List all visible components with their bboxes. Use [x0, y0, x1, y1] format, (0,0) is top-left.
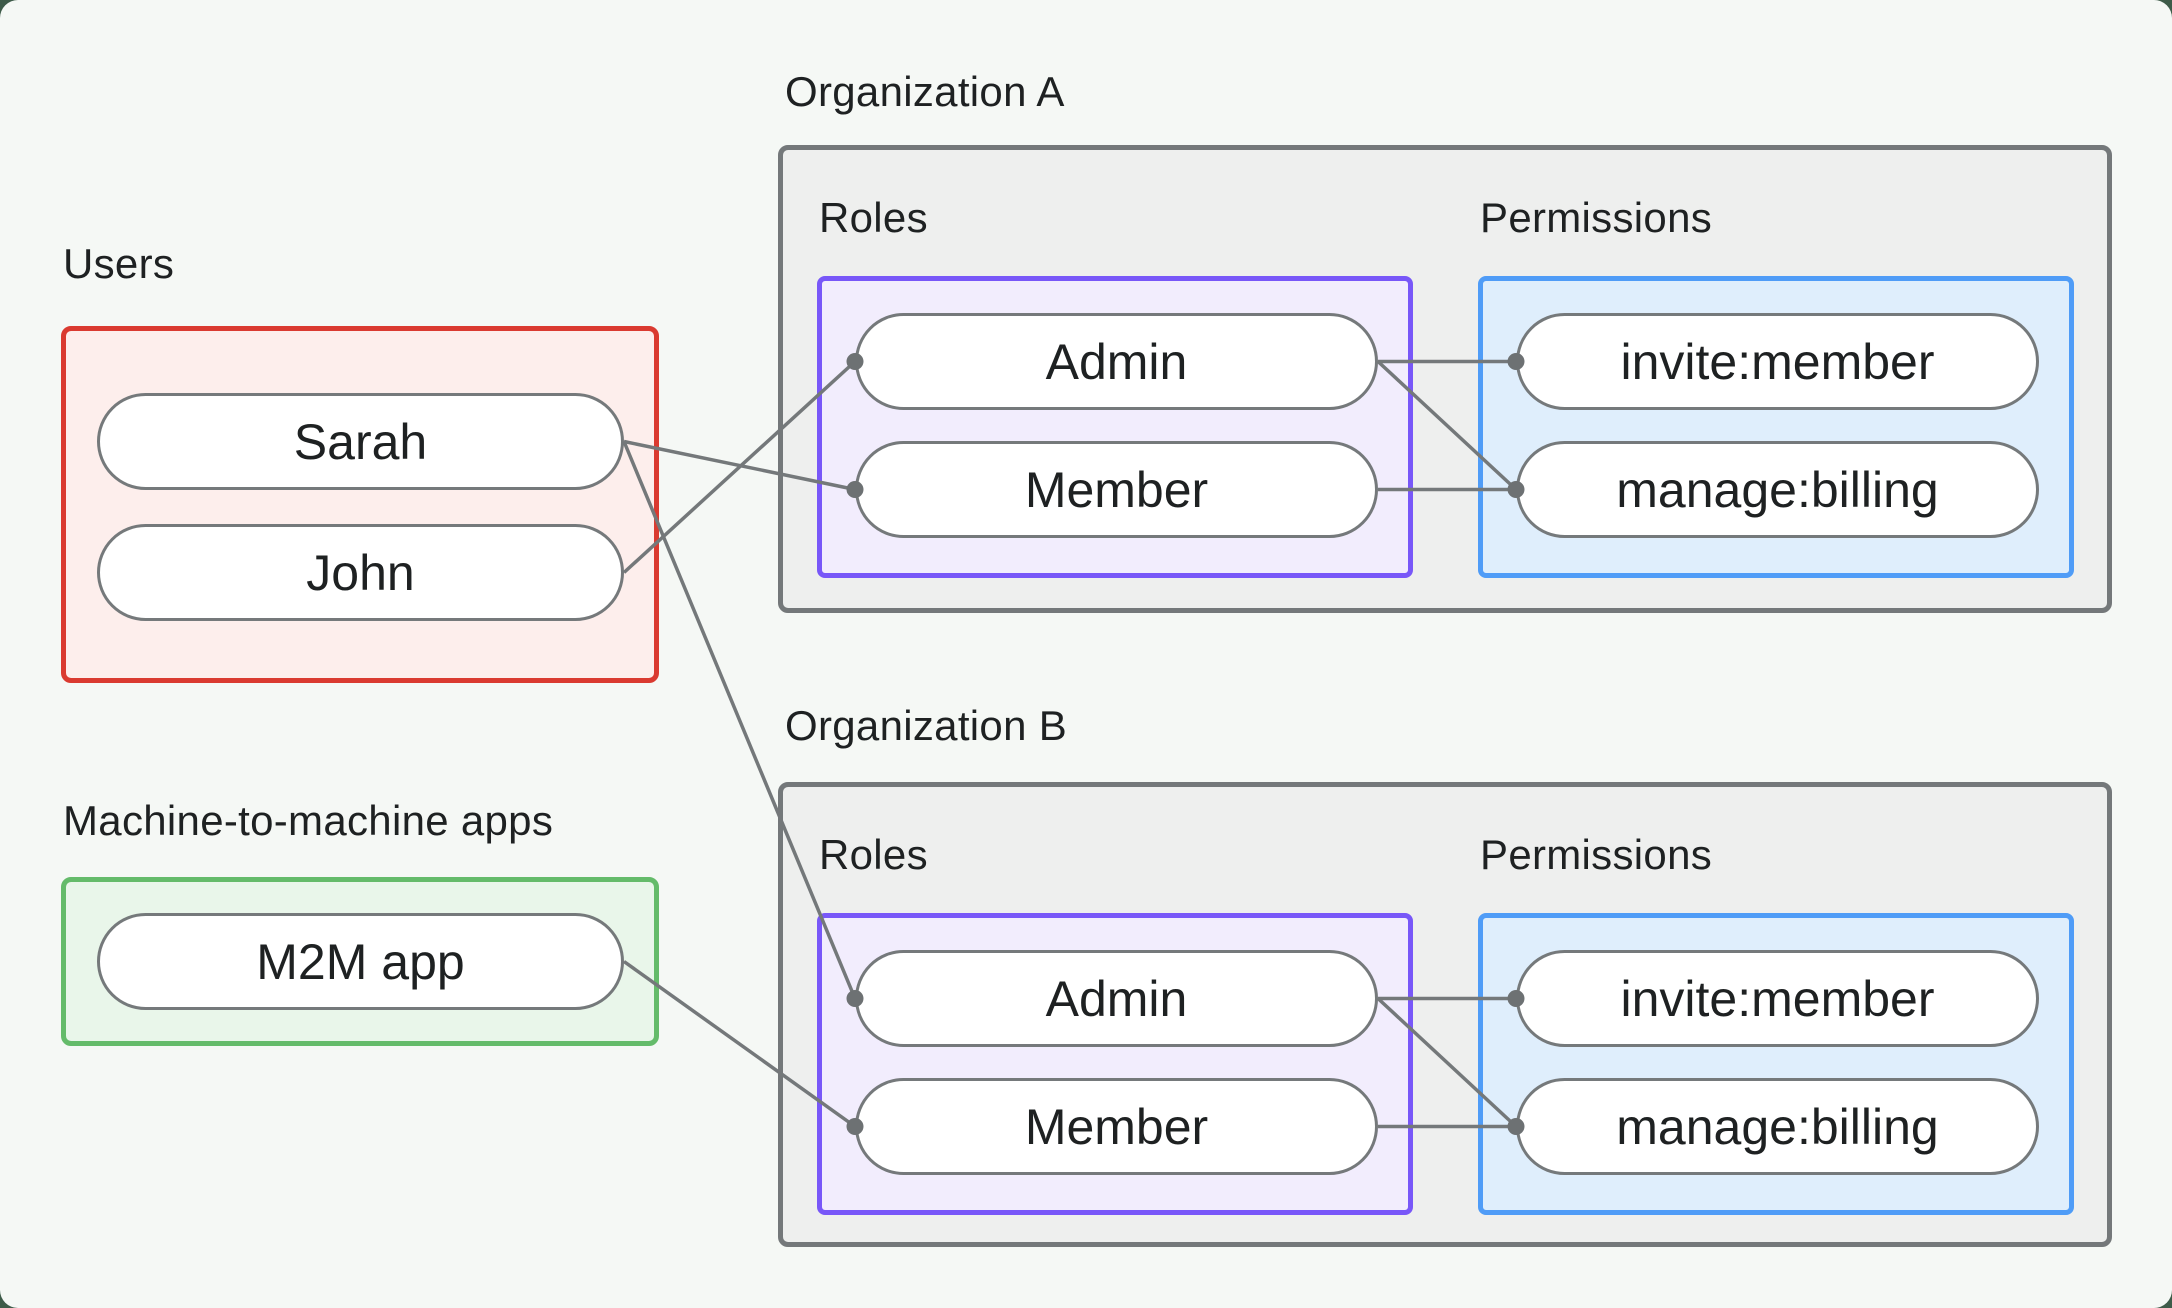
user-node-sarah: Sarah — [97, 393, 624, 490]
m2m-group-label: Machine-to-machine apps — [63, 797, 554, 844]
org-a-permission-manage-billing: manage:billing — [1516, 441, 2039, 538]
org-a-permission-invite-member: invite:member — [1516, 313, 2039, 410]
org-b-permission-manage-billing: manage:billing — [1516, 1078, 2039, 1175]
m2m-node-app: M2M app — [97, 913, 624, 1010]
org-b-title: Organization B — [785, 702, 1068, 749]
org-b-role-member: Member — [855, 1078, 1378, 1175]
org-a-role-admin: Admin — [855, 313, 1378, 410]
org-a-role-member: Member — [855, 441, 1378, 538]
org-a-title: Organization A — [785, 68, 1065, 115]
users-group-box — [61, 326, 659, 683]
org-a-permissions-label: Permissions — [1480, 194, 1713, 241]
org-a-roles-label: Roles — [819, 194, 928, 241]
org-b-roles-label: Roles — [819, 831, 928, 878]
org-b-permission-invite-member: invite:member — [1516, 950, 2039, 1047]
org-b-permissions-label: Permissions — [1480, 831, 1713, 878]
users-group-label: Users — [63, 240, 175, 287]
org-b-role-admin: Admin — [855, 950, 1378, 1047]
user-node-john: John — [97, 524, 624, 621]
